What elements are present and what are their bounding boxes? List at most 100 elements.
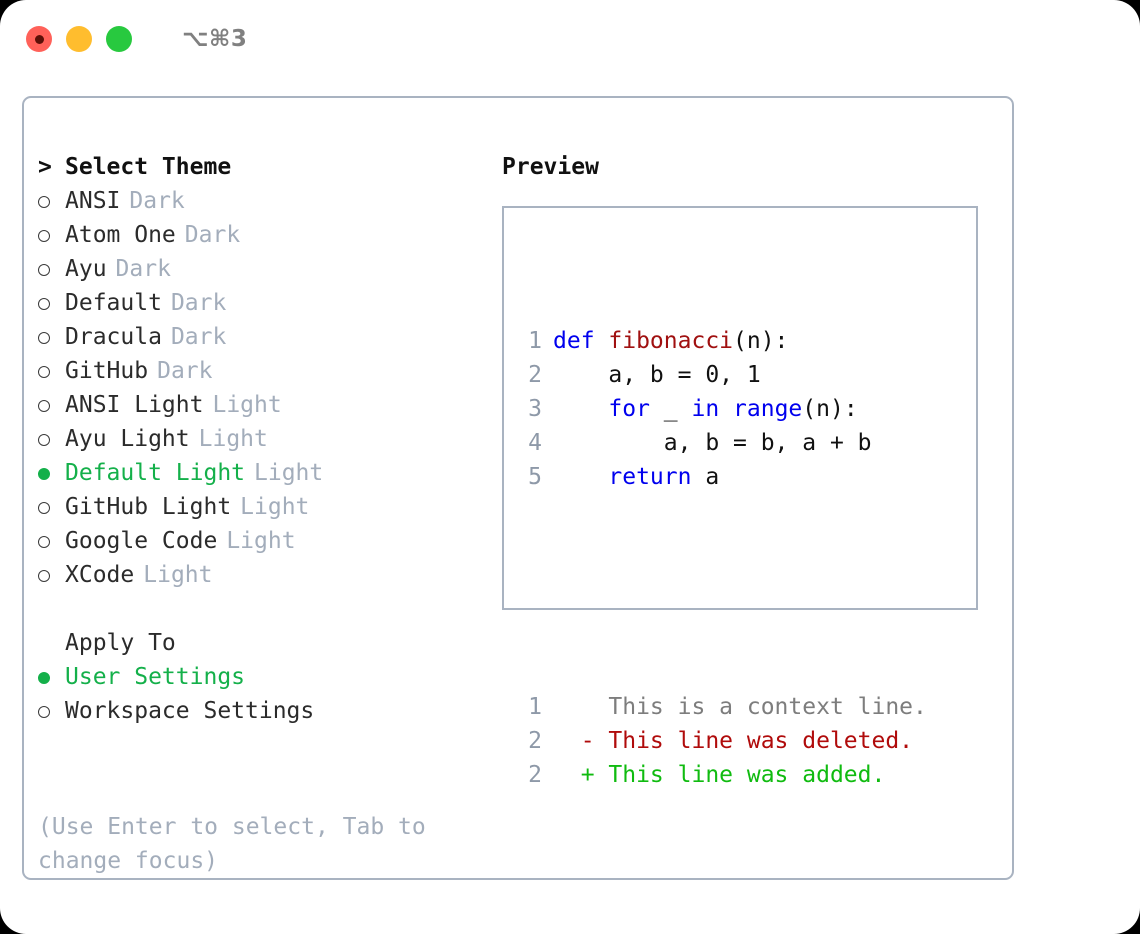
theme-name-label: Default bbox=[65, 290, 162, 316]
radio-unselected-icon[interactable] bbox=[38, 491, 65, 525]
radio-dot bbox=[38, 366, 50, 378]
code-token-fn: fibonacci bbox=[608, 328, 734, 354]
theme-variant-label: Light bbox=[226, 528, 296, 554]
radio-dot bbox=[38, 570, 50, 582]
theme-name-label: Ayu Light bbox=[65, 426, 190, 452]
theme-variant-label: Dark bbox=[184, 222, 241, 248]
theme-list-item[interactable]: Google Code Light bbox=[38, 524, 498, 558]
code-token-pl: a, b = 0, 1 bbox=[553, 362, 761, 388]
theme-list-item[interactable]: ANSI Dark bbox=[38, 184, 498, 218]
theme-name-label: ANSI bbox=[65, 188, 121, 214]
theme-variant-label: Light bbox=[143, 562, 213, 588]
theme-variant-label: Dark bbox=[129, 188, 185, 214]
diff-line-number: 1 bbox=[528, 694, 542, 720]
code-token-pl: a, b = b, a + b bbox=[553, 430, 872, 456]
radio-unselected-icon[interactable] bbox=[38, 423, 65, 457]
apply-to-list-item[interactable]: Workspace Settings bbox=[38, 694, 498, 728]
diff-line: 1 This is a context line. bbox=[518, 690, 927, 724]
apply-to-list-item[interactable]: User Settings bbox=[38, 660, 498, 694]
preview-heading: Preview bbox=[502, 154, 599, 180]
radio-dot bbox=[38, 264, 50, 276]
radio-unselected-icon[interactable] bbox=[38, 355, 65, 389]
radio-selected-icon[interactable] bbox=[38, 661, 65, 695]
code-token-pl bbox=[553, 464, 608, 490]
diff-line-sign bbox=[553, 690, 608, 724]
theme-variant-label: Light bbox=[240, 494, 310, 520]
code-line-content: return a bbox=[553, 460, 719, 494]
radio-dot bbox=[38, 230, 50, 242]
radio-unselected-icon[interactable] bbox=[38, 219, 65, 253]
radio-unselected-icon[interactable] bbox=[38, 253, 65, 287]
close-button[interactable] bbox=[26, 26, 52, 52]
list-spacer bbox=[38, 592, 498, 626]
theme-name-label: ANSI Light bbox=[65, 392, 204, 418]
theme-name-label: Atom One bbox=[65, 222, 176, 248]
code-line-content: def fibonacci(n): bbox=[553, 324, 788, 358]
radio-unselected-icon[interactable] bbox=[38, 389, 65, 423]
code-token-pl: (n): bbox=[802, 396, 858, 422]
code-token-kw: range bbox=[733, 396, 803, 422]
apply-to-label: User Settings bbox=[65, 664, 246, 690]
radio-unselected-icon[interactable] bbox=[38, 559, 65, 593]
maximize-button[interactable] bbox=[106, 26, 132, 52]
radio-dot bbox=[38, 196, 50, 208]
diff-line-sign: - bbox=[553, 728, 609, 754]
theme-list-item[interactable]: Default Dark bbox=[38, 286, 498, 320]
radio-dot bbox=[38, 502, 50, 514]
code-line-number: 4 bbox=[528, 430, 542, 456]
radio-dot bbox=[38, 672, 50, 684]
radio-dot bbox=[38, 468, 50, 480]
select-theme-heading: > Select Theme bbox=[38, 150, 498, 184]
keyboard-shortcut-label: ⌥⌘3 bbox=[182, 26, 248, 52]
code-token-kw: in bbox=[691, 396, 720, 422]
code-line-content: a, b = b, a + b bbox=[553, 426, 872, 460]
radio-dot bbox=[38, 332, 50, 344]
radio-unselected-icon[interactable] bbox=[38, 321, 65, 355]
code-token-pl bbox=[553, 396, 608, 422]
diff-line-content: This line was deleted. bbox=[608, 728, 914, 754]
radio-selected-icon[interactable] bbox=[38, 457, 65, 491]
minimize-button[interactable] bbox=[66, 26, 92, 52]
code-token-pl: (n): bbox=[733, 328, 789, 354]
code-diff-gap bbox=[518, 562, 927, 622]
radio-dot bbox=[38, 400, 50, 412]
theme-list-item[interactable]: Ayu Light Light bbox=[38, 422, 498, 456]
diff-line-number: 2 bbox=[528, 762, 542, 788]
theme-name-label: Google Code bbox=[65, 528, 218, 554]
diff-line-sign: + bbox=[553, 762, 609, 788]
theme-variant-label: Dark bbox=[157, 358, 213, 384]
code-line-content: for _ in range(n): bbox=[553, 392, 858, 426]
code-line: 4 a, b = b, a + b bbox=[518, 426, 927, 460]
theme-variant-label: Dark bbox=[170, 290, 227, 316]
radio-unselected-icon[interactable] bbox=[38, 695, 65, 729]
diff-line: 2 + This line was added. bbox=[518, 758, 927, 792]
diff-line-number: 2 bbox=[528, 728, 542, 754]
theme-list-item[interactable]: Atom One Dark bbox=[38, 218, 498, 252]
code-token-pl bbox=[719, 396, 733, 422]
diff-line-content: This is a context line. bbox=[608, 694, 927, 720]
radio-unselected-icon[interactable] bbox=[38, 525, 65, 559]
keyboard-hint-text: (Use Enter to select, Tab to change focu… bbox=[38, 814, 426, 874]
radio-dot bbox=[38, 536, 50, 548]
theme-variant-label: Light bbox=[198, 426, 268, 452]
radio-unselected-icon[interactable] bbox=[38, 287, 65, 321]
window-titlebar: ⌥⌘3 bbox=[0, 0, 1140, 78]
diff-sample: 1 This is a context line. 2 - This line w… bbox=[518, 690, 927, 792]
radio-unselected-icon[interactable] bbox=[38, 185, 65, 219]
apply-to-label: Workspace Settings bbox=[65, 698, 315, 724]
